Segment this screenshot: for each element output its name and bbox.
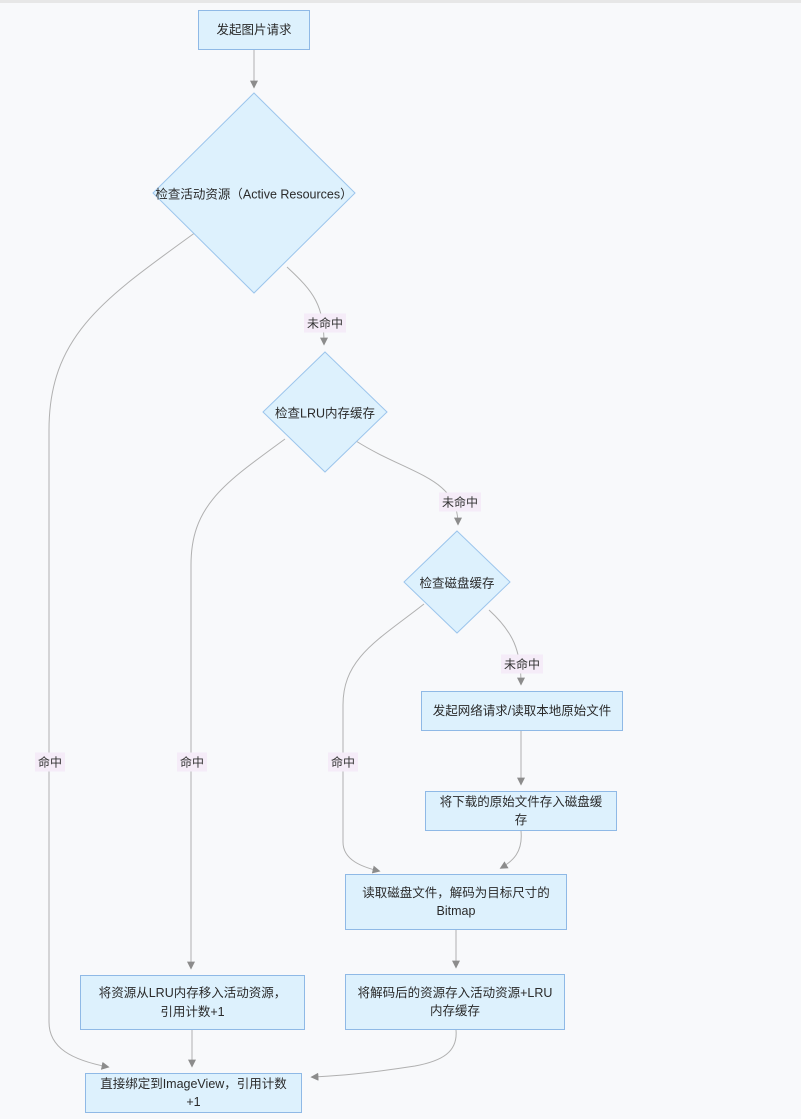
diamond-check-active-shape	[152, 92, 356, 294]
edge-check-lru-miss	[355, 440, 462, 526]
diamond-check-disk-label: 检查磁盘缓存	[419, 576, 495, 591]
node-start: 发起图片请求	[198, 10, 310, 50]
edge-label-miss-disk: 未命中	[500, 654, 544, 674]
edge-check-disk-hit	[342, 603, 425, 874]
edge-label-miss-active: 未命中	[303, 313, 347, 333]
edge-check-active-miss	[286, 266, 328, 346]
node-fetch-network-or-local: 发起网络请求/读取本地原始文件	[421, 691, 623, 731]
node-store-original-to-disk: 将下载的原始文件存入磁盘缓存	[425, 791, 617, 831]
edge-label-hit-lru: 命中	[176, 752, 208, 772]
edge-label-miss-lru: 未命中	[438, 492, 482, 512]
node-promote-lru-to-active: 将资源从LRU内存移入活动资源，引用计数+1	[80, 975, 305, 1030]
top-divider	[0, 0, 801, 3]
diamond-check-lru-label: 检查LRU内存缓存	[274, 406, 376, 421]
edge-label-hit-active: 命中	[34, 752, 66, 772]
diamond-check-lru-shape	[262, 351, 388, 473]
node-bind-imageview: 直接绑定到ImageView，引用计数+1	[85, 1073, 302, 1113]
node-decode-bitmap: 读取磁盘文件，解码为目标尺寸的Bitmap	[345, 874, 567, 930]
diamond-check-disk-shape	[403, 530, 511, 634]
edge-check-lru-hit	[187, 438, 286, 970]
edge-store-disk-to-decode	[499, 830, 522, 869]
edge-label-hit-disk: 命中	[327, 752, 359, 772]
edge-check-active-hit	[48, 231, 197, 1070]
edge-store-memory-to-bind	[310, 1029, 457, 1081]
node-store-to-active-and-lru: 将解码后的资源存入活动资源+LRU内存缓存	[345, 974, 565, 1030]
diamond-check-active-label: 检查活动资源（Active Resources）	[155, 187, 353, 202]
edge-check-disk-miss	[488, 609, 525, 686]
